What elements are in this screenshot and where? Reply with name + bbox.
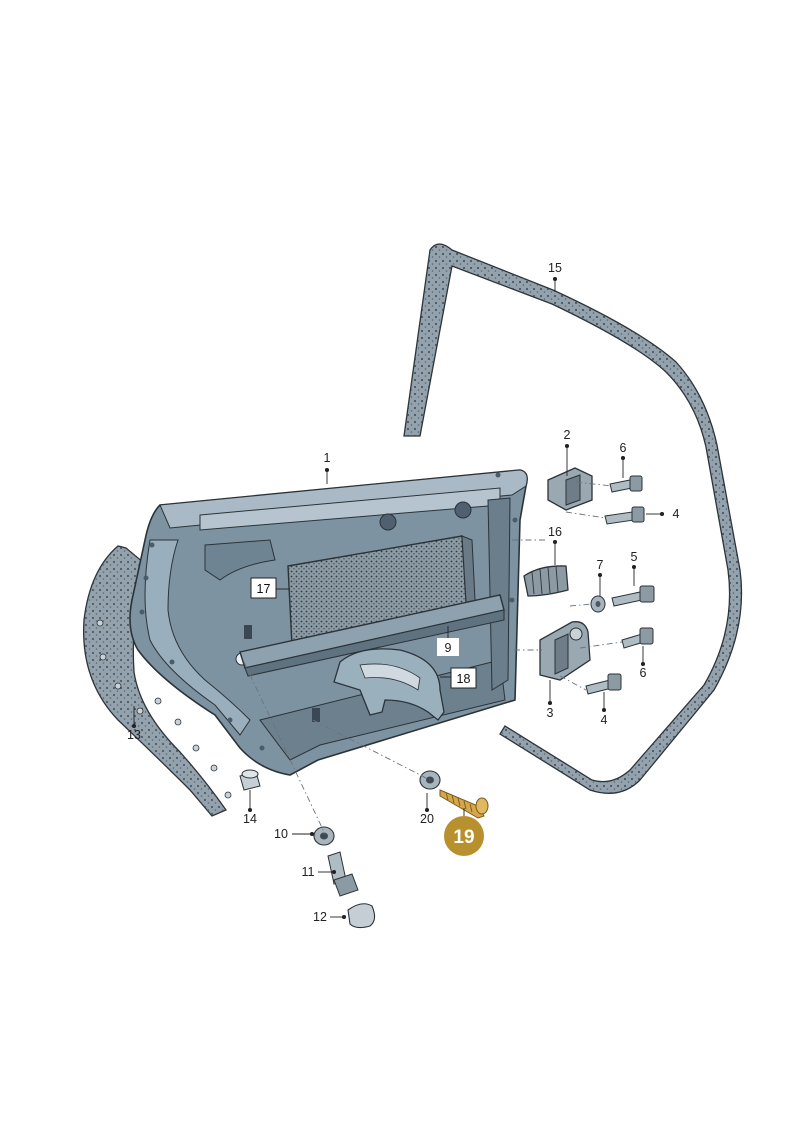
label-box-18 [450, 667, 477, 689]
callout-15: 15 [548, 261, 562, 275]
callout-7: 7 [597, 558, 604, 572]
callout-9: 9 [445, 641, 452, 655]
callout-3: 3 [547, 706, 554, 720]
hinge-bolt-4-upper [604, 506, 645, 525]
hinge-bolt-6-upper [609, 475, 643, 493]
callout-18: 18 [457, 672, 471, 686]
callout-5: 5 [631, 550, 638, 564]
lower-hinge [539, 621, 591, 681]
leader-lines [131, 276, 665, 920]
alignment-lines [243, 481, 623, 835]
callout-4-lower: 4 [601, 713, 608, 727]
callout-6-upper: 6 [620, 441, 627, 455]
callout-2: 2 [564, 428, 571, 442]
callout-13: 13 [127, 728, 141, 742]
window-frame-seal [403, 243, 743, 794]
screw-19 [439, 789, 489, 819]
callout-14: 14 [243, 812, 257, 826]
callout-1: 1 [324, 451, 331, 465]
callout-11: 11 [302, 865, 315, 879]
reinforcement-bar [239, 594, 505, 677]
cap-12 [347, 903, 376, 929]
highlight-label: 19 [453, 827, 474, 848]
callout-4-upper: 4 [673, 507, 680, 521]
upper-hinge [547, 467, 593, 511]
label-box-9 [437, 638, 459, 656]
callout-12: 12 [313, 910, 327, 924]
callout-17: 17 [257, 582, 271, 596]
highlight-callout-19[interactable]: 19 [444, 816, 484, 856]
callout-10: 10 [274, 827, 288, 841]
callout-16: 16 [548, 525, 562, 539]
buffer-14 [239, 769, 261, 791]
hinge-bolt-5 [611, 585, 655, 607]
label-box-17 [250, 577, 277, 599]
door-check-strap [523, 565, 569, 597]
callout-20: 20 [420, 812, 434, 826]
window-regulator [333, 648, 445, 721]
hinge-bolt-4-lower [585, 673, 622, 695]
callout-labels: 1 2 3 4 4 5 6 6 7 9 10 11 12 13 14 15 16… [127, 261, 679, 924]
bolt-11 [327, 851, 359, 897]
washer-7 [590, 595, 606, 613]
hinge-bolt-6-lower [621, 627, 654, 649]
washer-10 [313, 826, 335, 846]
callout-6-lower: 6 [640, 666, 647, 680]
door-edge-seal [82, 545, 232, 817]
highlight-badge[interactable] [444, 816, 484, 856]
